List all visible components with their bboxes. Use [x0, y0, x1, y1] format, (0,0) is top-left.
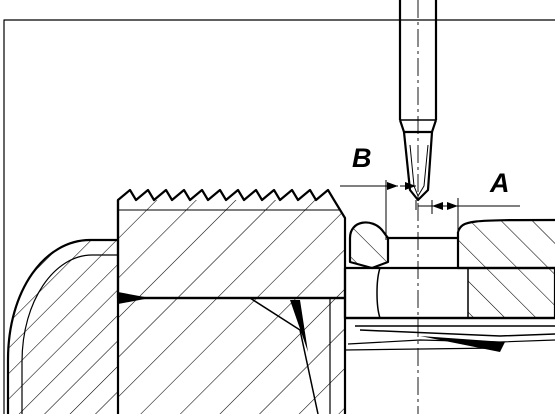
- dimension-a: [418, 198, 520, 232]
- dimension-b: [340, 180, 417, 240]
- label-a: A: [489, 168, 510, 198]
- right-washer-assembly: [343, 218, 555, 352]
- left-rounded-cap: [6, 238, 118, 414]
- lower-body-block: [116, 292, 347, 414]
- label-b: B: [352, 143, 372, 173]
- frame-border: [3, 19, 555, 414]
- knurled-nut: [116, 188, 347, 300]
